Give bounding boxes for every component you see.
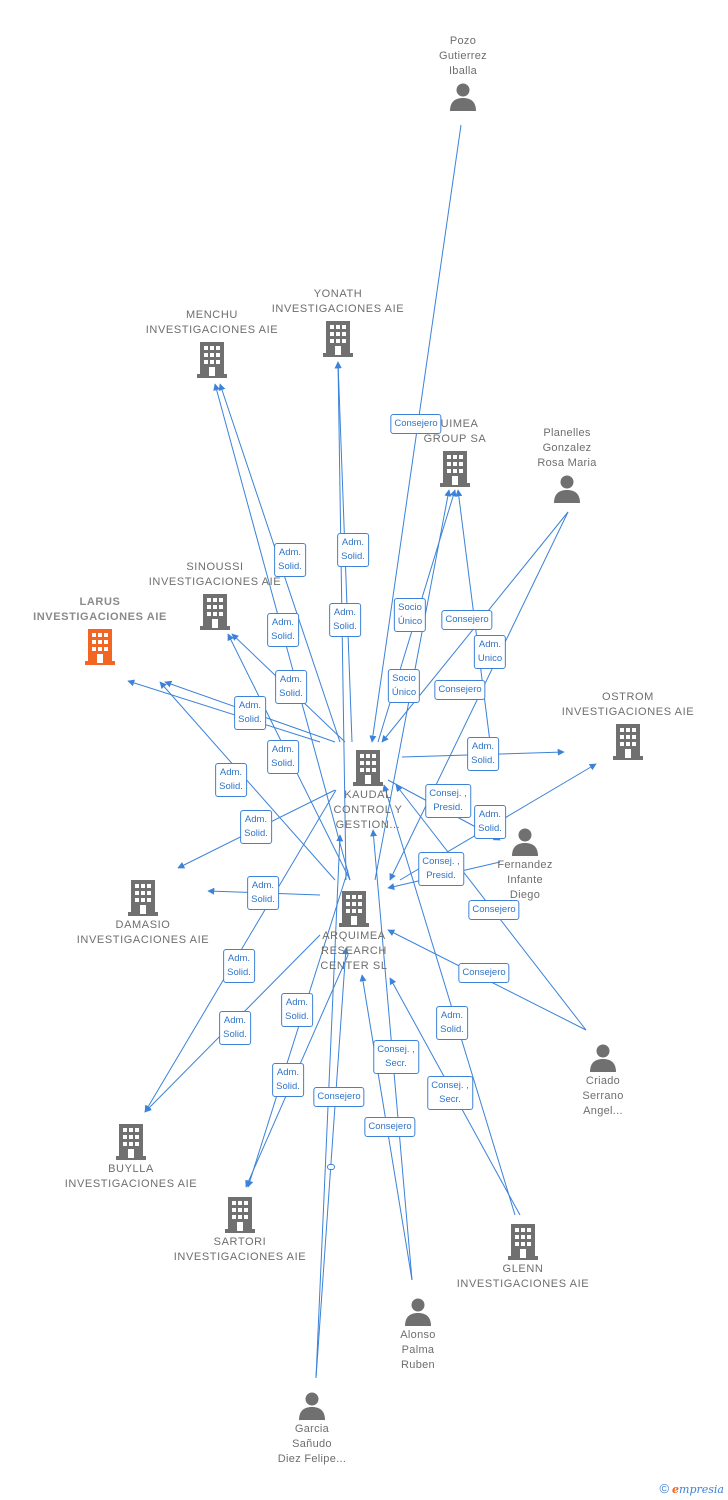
person-icon — [405, 1298, 431, 1326]
node-label: ARQUIMEA RESEARCH CENTER SL — [320, 930, 388, 972]
edge-badge[interactable]: Adm. Solid. — [337, 533, 369, 567]
node-garcia-sanudo[interactable]: Garcia Sañudo Diez Felipe... — [232, 1388, 392, 1467]
relationship-edge — [127, 679, 321, 743]
node-criado-serrano[interactable]: Criado Serrano Angel... — [523, 1040, 683, 1119]
edge-badge[interactable]: Consej. , Presid. — [418, 852, 464, 886]
building-icon — [128, 880, 158, 916]
building-icon — [116, 1124, 146, 1160]
node-yonath-investigaciones[interactable]: YONATH INVESTIGACIONES AIE — [258, 287, 418, 359]
building-icon — [323, 321, 353, 357]
person-icon — [450, 83, 476, 111]
edge-badge[interactable]: Adm. Unico — [473, 635, 507, 669]
node-label: Planelles Gonzalez Rosa Maria — [537, 427, 597, 469]
person-icon — [590, 1044, 616, 1072]
node-label: BUYLLA INVESTIGACIONES AIE — [64, 1163, 198, 1190]
copyright-icon: © — [659, 1481, 670, 1496]
edge-badge[interactable]: Socio Único — [393, 598, 427, 632]
edge-badge[interactable]: Adm. Solid. — [267, 613, 299, 647]
edge-badge[interactable]: Consej. , Secr. — [427, 1076, 473, 1110]
node-label: Pozo Gutierrez Iballa — [439, 35, 487, 77]
edge-badge[interactable]: Adm. Solid. — [281, 993, 313, 1027]
node-glenn-investigaciones[interactable]: GLENN INVESTIGACIONES AIE — [443, 1220, 603, 1292]
node-buylla-investigaciones[interactable]: BUYLLA INVESTIGACIONES AIE — [51, 1120, 211, 1192]
building-icon — [339, 891, 369, 927]
edge-badge[interactable]: Adm. Solid. — [267, 740, 299, 774]
node-sinoussi-investigaciones[interactable]: SINOUSSI INVESTIGACIONES AIE — [135, 560, 295, 632]
relationship-edge — [159, 681, 336, 881]
node-label: MENCHU INVESTIGACIONES AIE — [145, 309, 279, 336]
node-label: YONATH INVESTIGACIONES AIE — [271, 288, 405, 315]
node-label: KAUDAL CONTROL Y GESTION... — [333, 789, 403, 831]
node-fernandez-infante[interactable]: Fernandez Infante Diego — [445, 824, 605, 903]
building-icon — [197, 342, 227, 378]
edge-badge[interactable]: Consejero — [313, 1087, 365, 1107]
building-icon — [613, 724, 643, 760]
building-icon — [508, 1224, 538, 1260]
building-icon — [200, 594, 230, 630]
edge-badge[interactable]: Socio Único — [387, 669, 421, 703]
relationship-edge — [382, 784, 516, 1216]
node-label: QUIMEA GROUP SA — [423, 418, 487, 445]
person-icon — [512, 828, 538, 856]
edge-badge[interactable]: Adm. Solid. — [234, 696, 266, 730]
relationship-edge — [246, 869, 349, 1188]
edge-badge[interactable]: Consejero — [434, 680, 486, 700]
edge-badge[interactable]: Consejero — [458, 963, 510, 983]
node-label: GLENN INVESTIGACIONES AIE — [456, 1263, 590, 1290]
node-sartori-investigaciones[interactable]: SARTORI INVESTIGACIONES AIE — [160, 1193, 320, 1265]
edge-badge[interactable]: Adm. Solid. — [272, 1063, 304, 1097]
edge-badge[interactable]: Consejero — [468, 900, 520, 920]
edge-badge[interactable]: Adm. Solid. — [219, 1011, 251, 1045]
building-icon — [353, 750, 383, 786]
node-menchu-investigaciones[interactable]: MENCHU INVESTIGACIONES AIE — [132, 308, 292, 380]
node-label: SINOUSSI INVESTIGACIONES AIE — [148, 561, 282, 588]
building-icon — [225, 1197, 255, 1233]
edge-badge[interactable]: Adm. Solid. — [274, 543, 306, 577]
node-planelles-gonzalez[interactable]: Planelles Gonzalez Rosa Maria — [487, 426, 647, 505]
node-label: SARTORI INVESTIGACIONES AIE — [173, 1236, 307, 1263]
person-icon — [299, 1392, 325, 1420]
node-label: Criado Serrano Angel... — [582, 1075, 624, 1117]
node-label: Alonso Palma Ruben — [400, 1329, 436, 1371]
edge-badge[interactable]: Adm. Solid. — [467, 737, 499, 771]
node-pozo-gutierrez-iballa[interactable]: Pozo Gutierrez Iballa — [383, 34, 543, 113]
edge-badge[interactable]: Adm. Solid. — [275, 670, 307, 704]
node-label: LARUS INVESTIGACIONES AIE — [33, 596, 167, 623]
node-arquimea-group[interactable]: QUIMEA GROUP SA — [375, 417, 535, 489]
edge-badge[interactable]: Adm. Solid. — [474, 805, 506, 839]
node-ostrom-investigaciones[interactable]: OSTROM INVESTIGACIONES AIE — [548, 690, 708, 762]
empresia-watermark: ©empresia — [659, 1481, 724, 1496]
edge-badge[interactable]: Consejero — [390, 414, 442, 434]
edge-badge[interactable]: Adm. Solid. — [247, 876, 279, 910]
node-label: Fernandez Infante Diego — [497, 859, 553, 901]
edge-badge[interactable]: Adm. Solid. — [240, 810, 272, 844]
edge-badge[interactable] — [327, 1164, 335, 1170]
relationship-edge — [315, 947, 350, 1379]
person-icon — [554, 475, 580, 503]
edge-badge[interactable]: Adm. Solid. — [329, 603, 361, 637]
node-label: OSTROM INVESTIGACIONES AIE — [561, 691, 695, 718]
node-damasio-investigaciones[interactable]: DAMASIO INVESTIGACIONES AIE — [63, 876, 223, 948]
node-arquimea-research-center[interactable]: ARQUIMEA RESEARCH CENTER SL — [274, 887, 434, 974]
node-kaudal-control[interactable]: KAUDAL CONTROL Y GESTION... — [288, 746, 448, 833]
building-icon — [440, 451, 470, 487]
edge-badge[interactable]: Adm. Solid. — [223, 949, 255, 983]
edge-badge[interactable]: Consejero — [441, 610, 493, 630]
building-icon — [85, 629, 115, 665]
edge-badge[interactable]: Adm. Solid. — [215, 763, 247, 797]
edge-badge[interactable]: Consej. , Presid. — [425, 784, 471, 818]
node-label: DAMASIO INVESTIGACIONES AIE — [76, 919, 210, 946]
edge-badge[interactable]: Adm. Solid. — [436, 1006, 468, 1040]
node-larus-investigaciones[interactable]: LARUS INVESTIGACIONES AIE — [20, 595, 180, 667]
edge-badge[interactable]: Consejero — [364, 1117, 416, 1137]
node-alonso-palma[interactable]: Alonso Palma Ruben — [338, 1294, 498, 1373]
node-label: Garcia Sañudo Diez Felipe... — [277, 1423, 347, 1465]
brand-logo: empresia — [672, 1483, 724, 1496]
edge-badge[interactable]: Consej. , Secr. — [373, 1040, 419, 1074]
